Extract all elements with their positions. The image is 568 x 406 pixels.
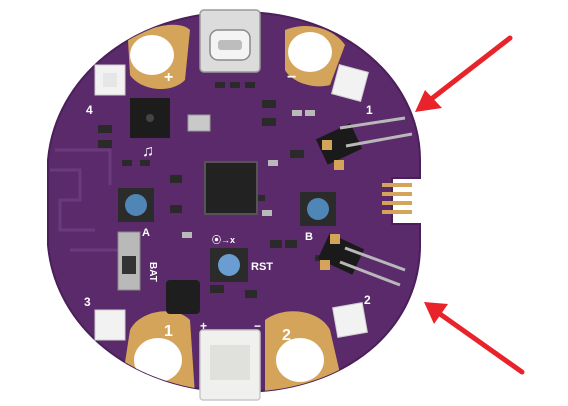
button-a <box>118 188 154 222</box>
pin-header-top <box>315 116 413 170</box>
antenna-traces <box>50 148 120 252</box>
led-1-label: 1 <box>366 103 373 117</box>
jst-connector <box>199 329 261 401</box>
connector-plus-label: + <box>200 319 207 333</box>
smd-components <box>98 82 325 298</box>
led-2-label: 2 <box>364 293 371 307</box>
pad-minus-label: − <box>287 69 296 86</box>
pin-header-bottom <box>317 233 406 287</box>
led-3-label: 3 <box>84 295 91 309</box>
pad-minus-hole <box>288 32 332 72</box>
led-3 <box>94 309 126 341</box>
io-label: ⦿→x <box>212 234 235 245</box>
led-4-label: 4 <box>86 103 93 117</box>
pad-one-label: 1 <box>164 323 173 340</box>
led-2 <box>332 302 368 338</box>
battery-switch <box>117 231 141 291</box>
pad-two-label: 2 <box>282 327 291 344</box>
button-rst-label: RST <box>251 261 273 273</box>
led-1 <box>331 64 369 102</box>
switch-label: BAT <box>147 262 158 282</box>
arrow-bottom-icon <box>424 302 525 375</box>
pad-one-hole <box>134 338 182 382</box>
button-b <box>300 192 336 226</box>
arrow-top-icon <box>415 35 513 112</box>
edge-connector <box>382 183 412 214</box>
button-a-label: A <box>142 227 150 239</box>
music-note-icon: ♫ <box>142 143 154 160</box>
pad-plus-label: + <box>164 69 173 86</box>
button-b-label: B <box>305 231 313 243</box>
connector-minus-label: − <box>254 319 261 333</box>
buzzer-hole <box>146 114 154 122</box>
smd-caps <box>182 110 315 238</box>
pad-two-hole <box>276 338 324 382</box>
crystal <box>187 114 211 132</box>
button-rst <box>210 248 248 282</box>
microcontroller-chip <box>204 161 258 215</box>
led-4 <box>94 64 126 96</box>
inductor <box>166 280 200 314</box>
usb-c-connector <box>199 9 261 73</box>
pad-plus-hole <box>130 35 174 75</box>
